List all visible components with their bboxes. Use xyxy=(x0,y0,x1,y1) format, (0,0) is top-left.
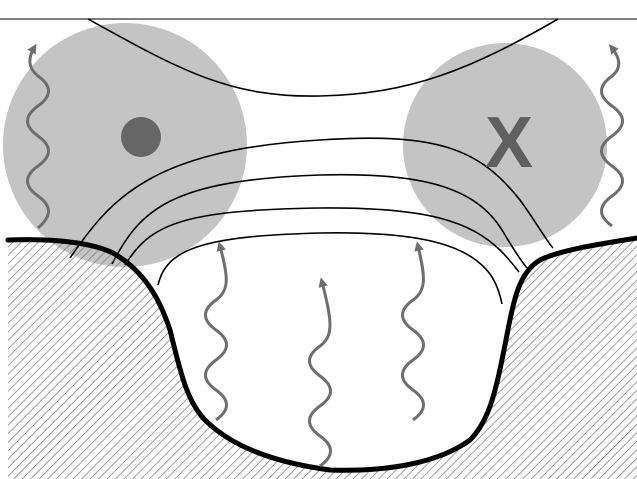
wavy-up-arrow-icon xyxy=(403,246,424,420)
ground-fill xyxy=(8,238,637,479)
wavy-up-arrow-icon xyxy=(206,246,227,420)
wavy-up-arrow-icon xyxy=(310,282,331,466)
field-line-5 xyxy=(158,233,502,304)
x-marker-label: X xyxy=(485,103,533,183)
filled-circle-icon xyxy=(121,117,161,157)
